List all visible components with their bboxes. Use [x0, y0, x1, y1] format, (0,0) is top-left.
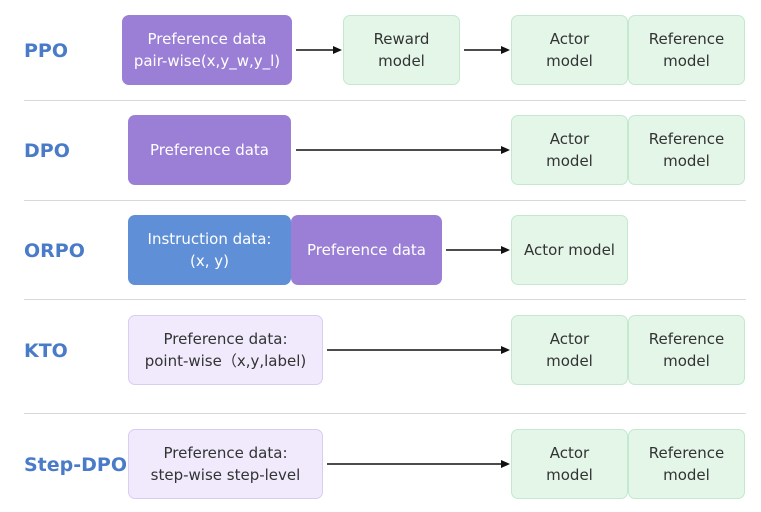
row-divider: [24, 200, 746, 201]
ppo-arrow-to-reward: [296, 46, 342, 54]
ppo-arrow-to-actor: [464, 46, 510, 54]
dpo-reference-model-box: Reference model: [628, 115, 745, 185]
row-label-dpo: DPO: [24, 140, 70, 162]
row-divider: [24, 299, 746, 300]
row-label-orpo: ORPO: [24, 240, 85, 262]
step-dpo-arrow-to-actor: [327, 460, 510, 468]
dpo-arrow-to-actor: [296, 146, 510, 154]
orpo-instruction-data-box: Instruction data: (x, y): [128, 215, 291, 285]
step-dpo-preference-data-box: Preference data: step-wise step-level: [128, 429, 323, 499]
kto-arrow-to-actor: [327, 346, 510, 354]
ppo-preference-data-box: Preference data pair-wise(x,y_w,y_l): [122, 15, 292, 85]
row-label-kto: KTO: [24, 340, 68, 362]
step-dpo-reference-model-box: Reference model: [628, 429, 745, 499]
kto-reference-model-box: Reference model: [628, 315, 745, 385]
dpo-actor-model-box: Actor model: [511, 115, 628, 185]
orpo-arrow-to-actor: [446, 246, 510, 254]
ppo-reference-model-box: Reference model: [628, 15, 745, 85]
row-label-ppo: PPO: [24, 40, 69, 62]
orpo-actor-model-box: Actor model: [511, 215, 628, 285]
orpo-preference-data-box: Preference data: [291, 215, 442, 285]
row-divider: [24, 100, 746, 101]
row-divider: [24, 413, 746, 414]
step-dpo-actor-model-box: Actor model: [511, 429, 628, 499]
dpo-preference-data-box: Preference data: [128, 115, 291, 185]
kto-preference-data-box: Preference data: point-wise（x,y,label): [128, 315, 323, 385]
row-label-step-dpo: Step-DPO: [24, 454, 127, 476]
ppo-reward-model-box: Reward model: [343, 15, 460, 85]
ppo-actor-model-box: Actor model: [511, 15, 628, 85]
kto-actor-model-box: Actor model: [511, 315, 628, 385]
